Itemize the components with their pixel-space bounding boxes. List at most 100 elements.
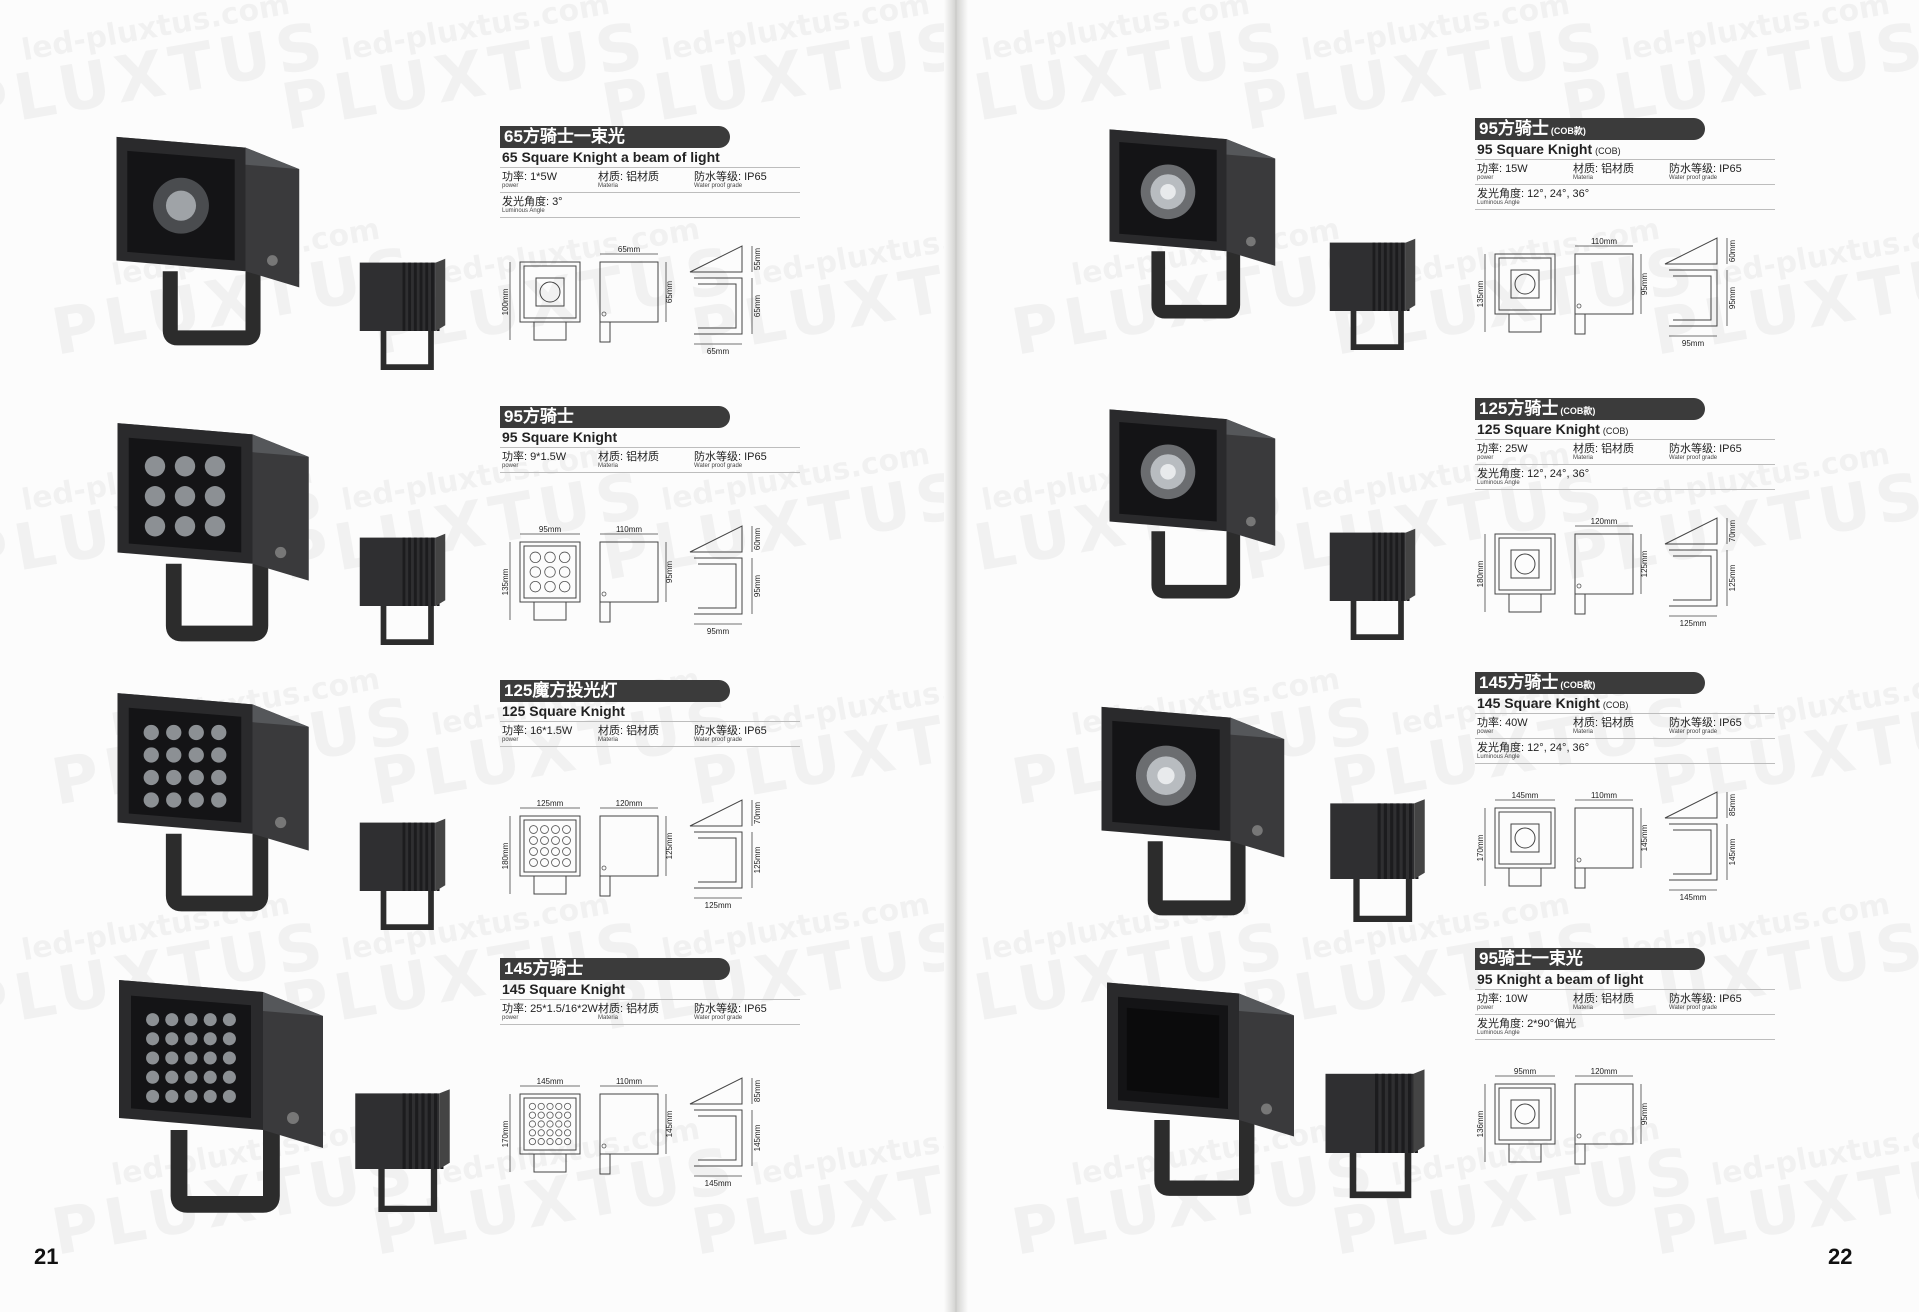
front-height-label: 170mm: [501, 1120, 510, 1147]
bracket-width-label: 145mm: [705, 1179, 732, 1188]
bracket-width-label: 125mm: [1680, 619, 1707, 628]
page-number-right: 22: [1828, 1244, 1853, 1269]
right-product-4-back-photo: [1325, 1069, 1425, 1199]
right-product-1-title-en: 95 Square Knight(COB): [1477, 141, 1621, 157]
divider: [1475, 439, 1775, 440]
bracket-top-height-label: 85mm: [1728, 794, 1737, 817]
title-cn: 145方骑士: [1479, 673, 1559, 692]
bracket-height-label: 125mm: [753, 846, 762, 873]
title-cn: 125方骑士: [1479, 399, 1559, 418]
side-width-label: 120mm: [616, 799, 643, 808]
divider: [500, 999, 800, 1000]
bracket-top-height-label: 60mm: [1728, 240, 1737, 263]
title-en-text: 125 Square Knight: [502, 703, 625, 719]
divider: [500, 1024, 800, 1025]
right-product-4-title-bar: 95骑士一束光: [1475, 948, 1705, 970]
book-gutter: [944, 0, 968, 1312]
title-suffix: (COB款): [1560, 680, 1596, 690]
divider: [1475, 713, 1775, 714]
title-en-text: 95 Square Knight: [1477, 141, 1593, 157]
title-en-text: 145 Square Knight: [502, 981, 625, 997]
page-number-left: 21: [34, 1244, 59, 1269]
bracket-height-label: 65mm: [753, 295, 762, 318]
divider: [1475, 209, 1775, 210]
left-product-4-title-en: 145 Square Knight: [502, 981, 625, 997]
side-width-label: 65mm: [618, 245, 641, 254]
divider: [1475, 989, 1775, 990]
front-height-label: 136mm: [1476, 1110, 1485, 1137]
right-product-3-title-bar: 145方骑士(COB款): [1475, 672, 1705, 694]
bracket-top-height-label: 55mm: [753, 248, 762, 271]
watermark-url: led-pluxtus.com: [659, 0, 933, 68]
right-product-2-title-bar: 125方骑士(COB款): [1475, 398, 1705, 420]
divider: [500, 167, 800, 168]
divider: [1475, 738, 1775, 739]
right-product-1-title-bar: 95方骑士(COB款): [1475, 118, 1705, 140]
left-product-4-lamp-photo: [119, 980, 323, 1213]
divider: [1475, 464, 1775, 465]
divider: [1475, 489, 1775, 490]
right-product-2-title-en: 125 Square Knight(COB): [1477, 421, 1628, 437]
title-en-text: 65 Square Knight a beam of light: [502, 149, 720, 165]
title-en-text: 145 Square Knight: [1477, 695, 1600, 711]
side-width-label: 120mm: [1591, 517, 1618, 526]
title-cn: 125魔方投光灯: [504, 681, 618, 700]
left-product-1-back-photo: [359, 258, 446, 370]
front-height-label: 100mm: [501, 288, 510, 315]
side-height-label: 125mm: [1640, 550, 1649, 577]
watermark-url: led-pluxtus.com: [339, 0, 613, 68]
front-height-label: 180mm: [501, 842, 510, 869]
left-product-3-title-en: 125 Square Knight: [502, 703, 625, 719]
watermark-url: led-pluxtus.com: [1619, 0, 1893, 68]
divider: [1475, 1014, 1775, 1015]
left-product-3-title-bar: 125魔方投光灯: [500, 680, 730, 702]
left-product-2-back-photo: [359, 533, 446, 645]
left-product-3-back-photo: [359, 818, 446, 930]
luminous-angle-spec: 发光角度:12°, 24°, 36°Luminous Angle: [1477, 742, 1590, 760]
right-product-3-title-en: 145 Square Knight(COB): [1477, 695, 1628, 711]
divider: [1475, 184, 1775, 185]
divider: [500, 472, 800, 473]
left-product-4-title-bar: 145方骑士: [500, 958, 730, 980]
watermark-url: led-pluxtus.com: [19, 0, 293, 68]
title-suffix: (COB款): [1560, 406, 1596, 416]
luminous-angle-spec: 发光角度:12°, 24°, 36°Luminous Angle: [1477, 468, 1590, 486]
right-product-1-lamp-photo: [1109, 129, 1276, 319]
front-width-label: 145mm: [1512, 791, 1539, 800]
bracket-width-label: 125mm: [705, 901, 732, 910]
divider: [1475, 159, 1775, 160]
side-height-label: 65mm: [665, 281, 674, 304]
left-product-1-lamp-photo: [116, 136, 300, 346]
side-height-label: 95mm: [665, 561, 674, 584]
side-height-label: 125mm: [665, 832, 674, 859]
side-height-label: 145mm: [665, 1110, 674, 1137]
side-width-label: 120mm: [1591, 1067, 1618, 1076]
bracket-height-label: 95mm: [1728, 287, 1737, 310]
right-product-2-lamp-photo: [1109, 409, 1276, 599]
front-width-label: 95mm: [539, 525, 562, 534]
